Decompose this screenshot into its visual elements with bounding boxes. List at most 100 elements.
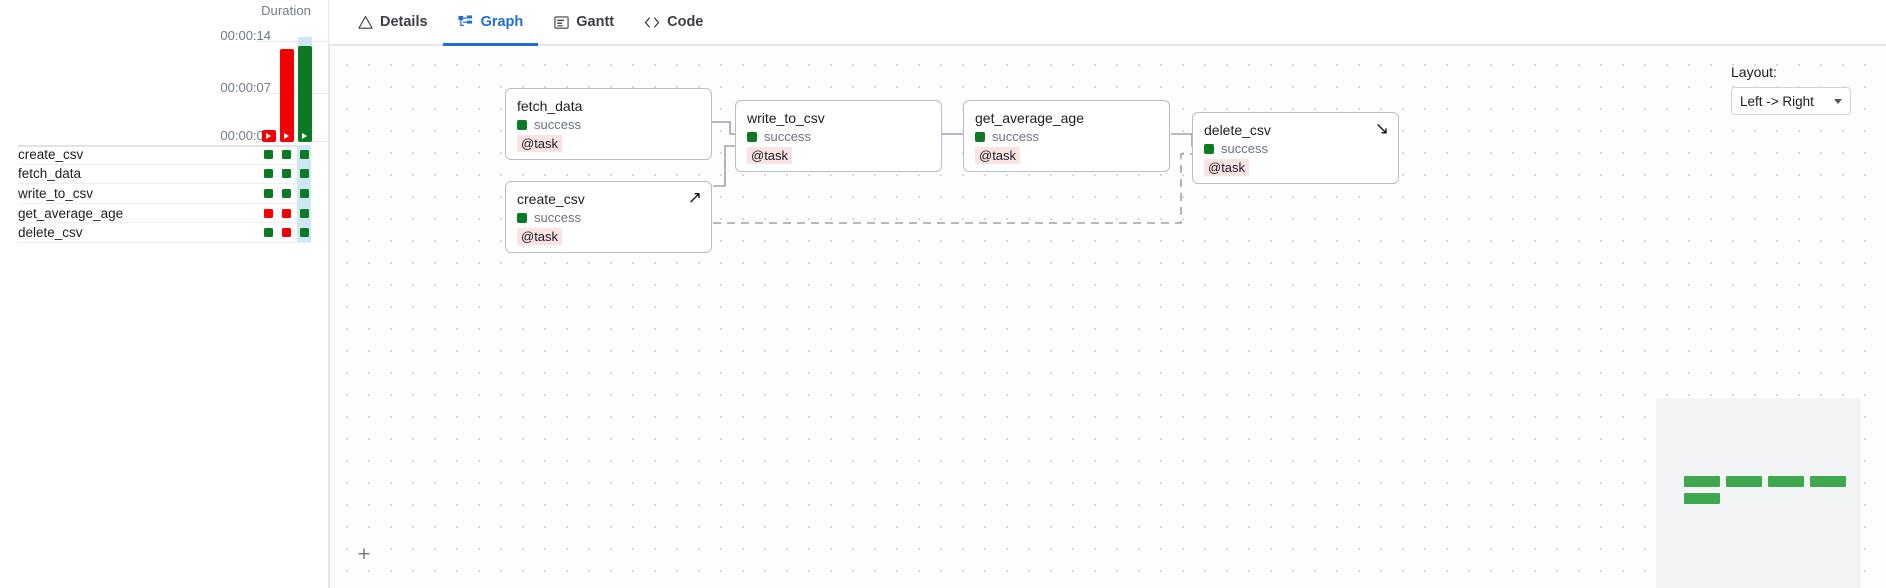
task-state-cell[interactable] [261,145,275,165]
status-square-icon [747,131,757,142]
status-square-icon [975,131,985,142]
task-row[interactable]: delete_csv [18,222,311,243]
layout-select[interactable]: Left -> Right [1731,87,1851,115]
y-axis-tick-07: 00:00:07 [220,80,271,95]
task-row-label: create_csv [18,146,84,162]
zoom-controls: + [352,542,376,566]
play-triangle-icon [266,133,271,139]
task-state-square-failed [263,208,273,218]
task-state-square-failed [281,228,291,238]
graph-nodes-icon [458,14,474,30]
graph-node-status: success [747,129,930,144]
task-state-square-success [299,169,309,179]
chevron-down-icon [1834,98,1842,104]
tab-details[interactable]: Details [342,0,443,44]
duration-bar-column[interactable] [298,37,312,142]
task-state-cell[interactable] [297,183,311,204]
graph-node-title: fetch_data [517,98,583,114]
task-state-cell[interactable] [279,145,293,165]
task-run-states [261,164,311,184]
task-state-cell[interactable] [297,222,311,243]
task-run-states [261,183,311,204]
graph-node-tag: @task [747,147,793,164]
task-rows-container: create_csv fetch_data write_to_csv get_aver… [0,144,328,243]
task-state-square-success [299,228,309,238]
task-instance-list: create_csv fetch_data write_to_csv get_aver… [0,144,328,243]
task-state-square-success [281,149,291,159]
duration-bar-column[interactable] [280,37,294,142]
minimap-node [1768,476,1804,487]
detail-tabs: Details Graph Gantt Code [329,0,1886,46]
tab-label: Graph [480,14,524,30]
task-state-square-success [263,169,273,179]
arrow-up-right-icon[interactable]: ↗ [687,188,702,208]
task-state-square-success [299,149,309,159]
task-row-label: fetch_data [18,166,82,182]
code-brackets-icon [644,14,660,30]
warning-triangle-icon [357,14,373,30]
arrow-down-right-icon[interactable]: ↘ [1374,119,1389,139]
graph-node-status: success [517,210,700,225]
dag-runs-grid-panel: Duration 00:00:14 00:00:07 00:00:00 crea… [0,0,329,588]
task-state-cell[interactable] [261,223,275,243]
task-state-square-success [281,188,291,198]
task-state-cell[interactable] [279,223,293,243]
task-row-label: write_to_csv [18,185,94,201]
graph-node-tag: @task [1204,159,1250,176]
minimap-node [1726,476,1762,487]
graph-node-status-label: success [534,117,581,132]
duration-bar[interactable] [298,46,312,142]
chart-title: Duration [261,3,311,18]
task-state-square-success [299,188,309,198]
task-state-cell[interactable] [261,184,275,204]
tab-label: Details [380,14,428,30]
task-state-cell[interactable] [279,203,293,223]
duration-bar-column[interactable] [262,37,276,142]
task-state-cell[interactable] [261,203,275,223]
graph-node-status-label: success [764,129,811,144]
task-state-cell[interactable] [297,164,311,184]
duration-bar[interactable] [262,130,276,142]
graph-node-status-label: success [534,210,581,225]
layout-control: Layout: Left -> Right [1731,64,1851,115]
duration-bar-chart: Duration 00:00:14 00:00:07 00:00:00 [0,0,328,145]
task-state-cell[interactable] [297,203,311,223]
task-row[interactable]: get_average_age [18,203,311,224]
gridline-14 [256,41,328,42]
layout-label: Layout: [1731,64,1777,80]
task-run-states [261,203,311,223]
tab-graph[interactable]: Graph [442,0,539,46]
task-state-cell[interactable] [297,144,311,165]
task-row[interactable]: create_csv [18,144,311,165]
tab-label: Code [667,14,704,30]
graph-node-title: create_csv [517,191,585,207]
duration-bar[interactable] [280,49,294,142]
task-state-square-success [263,188,273,198]
graph-node-status-label: success [1221,141,1268,156]
task-state-square-success [281,169,291,179]
tab-code[interactable]: Code [629,0,718,44]
tab-gantt[interactable]: Gantt [538,0,629,44]
zoom-in-button[interactable]: + [352,542,376,566]
task-row-label: get_average_age [18,205,124,221]
task-row[interactable]: write_to_csv [18,183,311,204]
minimap-node [1810,476,1846,487]
task-row[interactable]: fetch_data [18,164,311,185]
task-row-label: delete_csv [18,225,83,241]
graph-minimap[interactable] [1656,398,1861,588]
task-state-cell[interactable] [279,184,293,204]
graph-node-status: success [517,117,700,132]
task-state-cell[interactable] [279,164,293,184]
task-state-cell[interactable] [261,164,275,184]
status-square-icon [1204,143,1214,154]
graph-node-tag: @task [517,228,563,245]
task-state-square-failed [281,208,291,218]
task-run-states [261,222,311,243]
graph-node-status-label: success [992,129,1039,144]
